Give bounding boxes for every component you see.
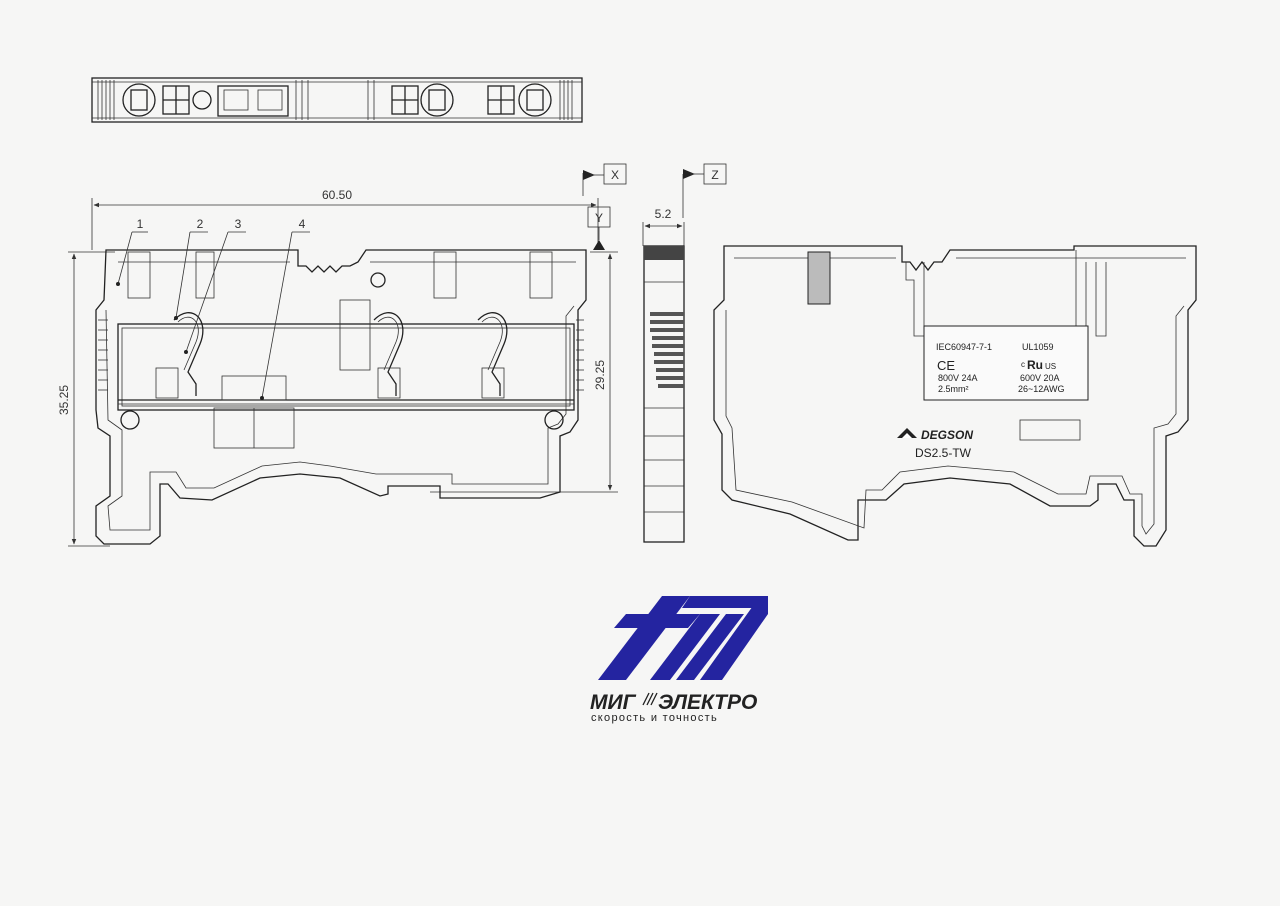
thickness-dimension-label: 5.2	[655, 207, 672, 221]
exterior-view: IEC60947-7-1 UL1059 CE c Ru US 800V 24A …	[713, 245, 1197, 547]
dimension-thickness: 5.2	[642, 207, 685, 246]
dimension-inner-height: 29.25	[430, 251, 618, 493]
model-text: DS2.5-TW	[915, 446, 972, 460]
manufacturer-text: DEGSON	[921, 428, 973, 442]
logo-name-left: МИГ	[590, 691, 637, 714]
degson-logo-icon	[897, 428, 917, 438]
ul-rating-text: 600V 20A	[1020, 373, 1060, 383]
ul-logo-icon: Ru	[1027, 358, 1043, 372]
height-dimension-label: 35.25	[57, 385, 71, 415]
standard-iec-text: IEC60947-7-1	[936, 342, 992, 352]
datum-x: X	[582, 163, 627, 196]
datum-x-label: X	[611, 168, 619, 182]
datum-y-label: Y	[595, 211, 603, 225]
mig-logo-mark-icon	[598, 596, 768, 680]
inner-height-dimension-label: 29.25	[593, 360, 607, 390]
iec-section-text: 2.5mm²	[938, 384, 969, 394]
callout-4: 4	[299, 217, 306, 231]
datum-y: Y	[587, 206, 611, 250]
callout-2: 2	[197, 217, 204, 231]
label-plate: IEC60947-7-1 UL1059 CE c Ru US 800V 24A …	[923, 325, 1089, 401]
logo-name-right: ЭЛЕКТРО	[658, 691, 757, 714]
side-view	[643, 245, 685, 543]
svg-text:Ru: Ru	[1027, 358, 1043, 372]
dimension-width: 60.50	[91, 188, 599, 250]
datum-z-label: Z	[711, 168, 718, 182]
mig-electro-logo: МИГ ЭЛЕКТРО скорость и точность	[590, 596, 768, 724]
iec-rating-text: 800V 24A	[938, 373, 978, 383]
cul-mark-prefix: c	[1021, 360, 1025, 369]
width-dimension-label: 60.50	[322, 188, 352, 202]
standard-ul-text: UL1059	[1022, 342, 1054, 352]
top-view	[91, 77, 583, 123]
datum-z: Z	[682, 163, 727, 218]
front-section-view: 1 2 3 4	[95, 217, 587, 545]
logo-separator-icon	[642, 692, 658, 706]
dimension-height: 35.25	[57, 251, 115, 547]
ul-awg-text: 26~12AWG	[1018, 384, 1064, 394]
callout-3: 3	[235, 217, 242, 231]
logo-tagline: скорость и точность	[591, 712, 718, 724]
callout-1: 1	[137, 217, 144, 231]
cul-mark-suffix: US	[1045, 362, 1056, 371]
ce-mark: CE	[937, 358, 955, 373]
